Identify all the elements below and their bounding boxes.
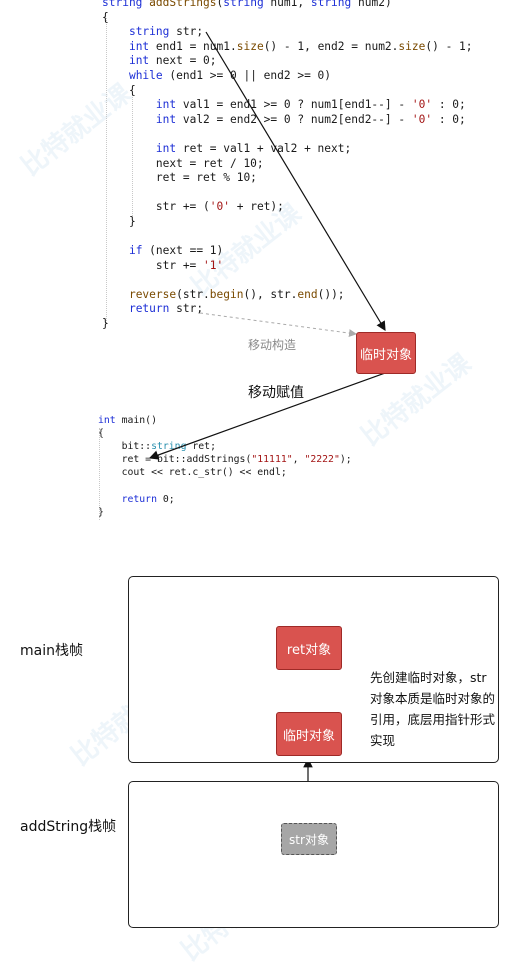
code-line: if (next == 1) xyxy=(128,244,224,258)
code-line: next = ret / 10; xyxy=(102,156,264,170)
code-line: while (end1 >= 0 || end2 >= 0) xyxy=(128,68,332,82)
code-line: str += '1' xyxy=(102,258,224,272)
code-line: return 0; xyxy=(121,493,175,505)
code-block-main: int main(){ bit::string ret; ret = bit::… xyxy=(98,414,352,519)
code-block-addstrings: string addStrings(string num1, string nu… xyxy=(102,0,473,332)
code-line: ret = ret % 10; xyxy=(102,171,257,185)
code-line: } xyxy=(102,214,136,228)
temp-object-box: 临时对象 xyxy=(356,332,416,374)
code-line: string str; xyxy=(128,25,204,39)
move-assign-label: 移动赋值 xyxy=(248,385,304,401)
ret-object-box: ret对象 xyxy=(276,626,342,670)
code-line: { xyxy=(102,83,136,97)
code-line: { xyxy=(102,10,109,24)
main-frame-label: main栈帧 xyxy=(20,643,83,659)
move-construct-label: 移动构造 xyxy=(248,338,297,352)
code-line: } xyxy=(102,317,109,331)
code-line: bit::string ret; xyxy=(98,441,216,453)
str-object-box: str对象 xyxy=(281,823,337,855)
code-line: int ret = val1 + val2 + next; xyxy=(155,141,352,155)
indent-guide xyxy=(99,428,100,520)
code-line: int next = 0; xyxy=(128,54,217,68)
arrow-return-move-construct xyxy=(199,312,357,338)
code-line: int val1 = end1 >= 0 ? num1[end1--] - '0… xyxy=(155,98,466,112)
temp-object-box-bottom: 临时对象 xyxy=(276,712,342,756)
code-line: str += ('0' + ret); xyxy=(102,200,284,214)
code-line: int main() xyxy=(98,415,157,426)
arrow-temp-to-ret xyxy=(148,372,386,460)
code-line: } xyxy=(98,506,104,518)
arrow-str-to-temp xyxy=(205,31,386,332)
explanation-note: 先创建临时对象，str对象本质是临时对象的引用，底层用指针形式实现 xyxy=(370,670,496,748)
code-line: ret = bit::addStrings("11111", "2222"); xyxy=(98,454,352,466)
indent-guide xyxy=(132,92,133,222)
code-line: { xyxy=(98,428,104,440)
code-line: reverse(str.begin(), str.end()); xyxy=(128,287,345,301)
code-line: string addStrings(string num1, string nu… xyxy=(102,0,392,9)
indent-guide xyxy=(106,18,107,323)
code-line: return str; xyxy=(128,302,204,316)
code-line: int val2 = end2 >= 0 ? num2[end2--] - '0… xyxy=(155,112,466,126)
code-line: cout << ret.c_str() << endl; xyxy=(98,467,287,479)
code-line: int end1 = num1.size() - 1, end2 = num2.… xyxy=(128,39,473,53)
addstring-frame-label: addString栈帧 xyxy=(20,819,117,835)
